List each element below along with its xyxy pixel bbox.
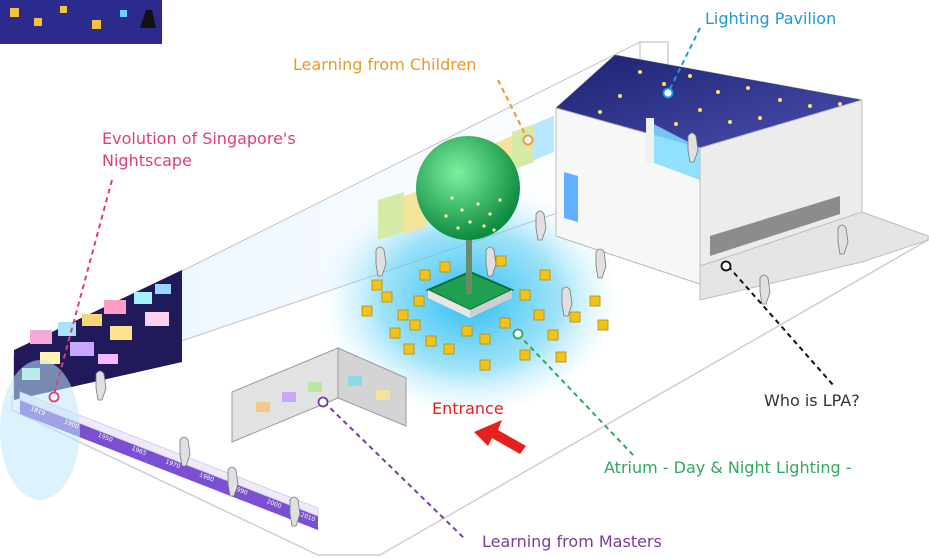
visitor-figures xyxy=(95,132,849,527)
label-evolution-line2: Nightscape xyxy=(102,151,192,170)
leader-lines xyxy=(53,27,835,541)
thumbnail-image xyxy=(0,0,162,44)
lantern-cubes xyxy=(361,255,609,371)
leader-endpoints xyxy=(48,87,732,408)
label-lighting-pavilion: Lighting Pavilion xyxy=(705,9,837,28)
nightscape-panels xyxy=(22,284,171,380)
label-atrium: Atrium - Day & Night Lighting - xyxy=(604,458,852,477)
masters-wall xyxy=(231,347,407,443)
atrium-tree xyxy=(416,136,520,318)
label-entrance: Entrance xyxy=(432,399,504,418)
pavilion-ceiling xyxy=(556,55,862,148)
label-who-is-lpa: Who is LPA? xyxy=(764,391,860,410)
lighting-pavilion xyxy=(555,54,929,301)
label-learning-from-children: Learning from Children xyxy=(293,55,477,74)
entrance-arrow xyxy=(474,420,526,454)
label-evolution-line1: Evolution of Singapore's xyxy=(102,129,296,148)
label-learning-from-masters: Learning from Masters xyxy=(482,532,662,551)
timeline-band xyxy=(20,400,318,530)
